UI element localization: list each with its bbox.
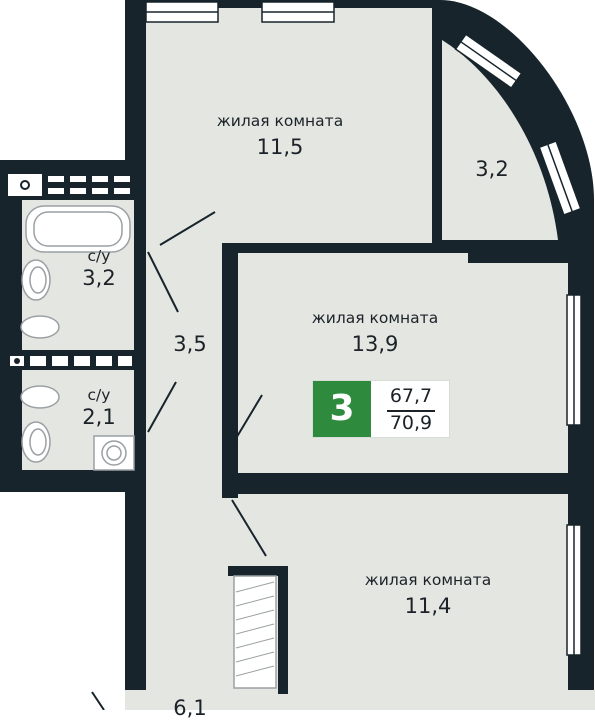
- room-living-1-label: жилая комната 11,5: [180, 112, 380, 160]
- wardrobe: [233, 575, 277, 689]
- room-hallway-area: 3,5: [173, 332, 207, 356]
- vent-strips: [8, 174, 132, 366]
- floor-balcony: [442, 40, 558, 240]
- room-name: с/у: [87, 247, 111, 265]
- floor-living-room-2: [238, 253, 568, 473]
- room-name: жилая комната: [364, 571, 492, 589]
- toilet: [20, 315, 60, 339]
- room-balcony-area: 3,2: [475, 157, 509, 181]
- room-name: жилая комната: [216, 112, 344, 130]
- room-name: жилая комната: [311, 309, 439, 327]
- windows: [145, 1, 582, 656]
- area-divider: [387, 410, 435, 412]
- room-kitchen-area: 6,1: [173, 696, 207, 720]
- room-living-2-label: жилая комната 13,9: [275, 309, 475, 357]
- total-area: 70,9: [389, 412, 433, 434]
- apartment-summary-badge: 3 67,7 70,9: [312, 380, 450, 438]
- fixtures: [20, 205, 135, 471]
- room-living-3-label: жилая комната 11,4: [328, 571, 528, 619]
- living-area: 67,7: [389, 385, 433, 407]
- room-area: 11,4: [404, 593, 452, 618]
- room-area: 13,9: [351, 331, 399, 356]
- room-area: 2,1: [82, 404, 116, 429]
- floor-living-room-1: [146, 8, 432, 243]
- room-name: с/у: [87, 386, 111, 404]
- room-bathroom-1-label: с/у 3,2: [64, 247, 134, 291]
- room-area: 11,5: [256, 134, 304, 159]
- room-area: 3,2: [82, 265, 116, 290]
- rooms-count: 3: [313, 381, 371, 437]
- toilet: [20, 385, 60, 409]
- doors: [91, 211, 267, 710]
- floor-living-room-3: [238, 494, 568, 694]
- room-bathroom-2-label: с/у 2,1: [64, 386, 134, 430]
- floor-kitchen: [125, 690, 595, 710]
